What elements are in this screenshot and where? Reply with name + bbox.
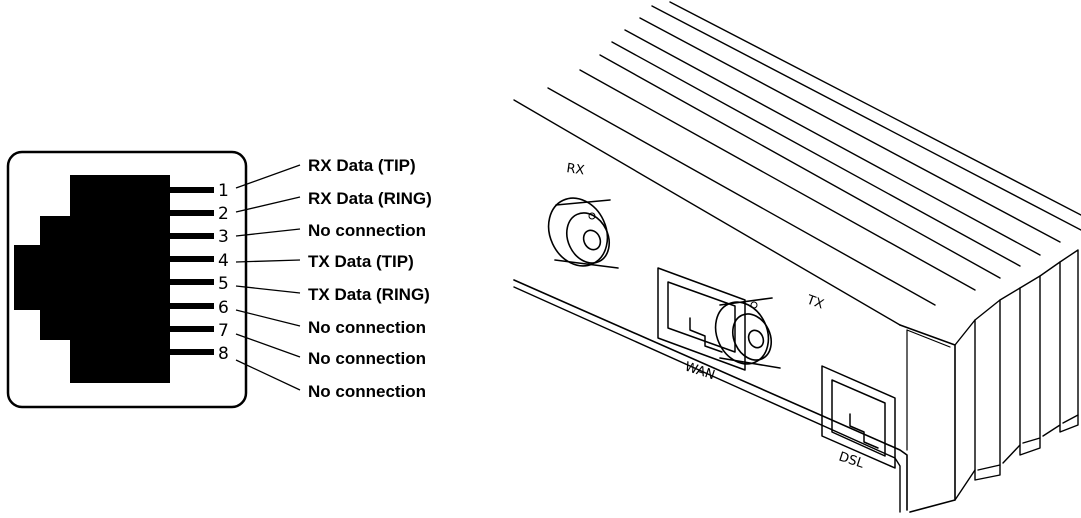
front-panel-corner [899,324,956,513]
jack-body [14,175,170,383]
pin-contact-7 [170,326,214,332]
front-panel-bottom-edge [513,279,908,511]
pin-number-1: 1 [218,181,229,201]
jack-outline [6,150,248,409]
pin-contact-3 [170,233,214,239]
pin-label-2: RX Data (RING) [308,189,432,208]
pin-contact-4 [170,256,214,262]
wan-label: WAN [683,360,717,384]
pin-label-7: No connection [308,349,426,368]
pin-label-3: No connection [308,221,426,240]
pin-label-5: TX Data (RING) [308,285,430,304]
tx-label: TX [804,292,826,312]
pin-contact-8 [170,349,214,355]
pin-label-4: TX Data (TIP) [308,252,414,271]
pin-number-6: 6 [218,298,229,318]
pin-number-7: 7 [218,321,229,341]
pin-contact-5 [170,279,214,285]
pin-number-3: 3 [218,227,229,247]
leader-line-3 [235,228,301,237]
pin-number-2: 2 [218,204,229,224]
pin-number-5: 5 [218,274,229,294]
rx-label: RX [565,161,585,178]
leader-line-2 [235,196,301,213]
leader-line-4 [235,259,301,263]
device-illustration: RX WAN TX DSL [513,1,1081,513]
cooling-fins-side [954,249,1079,501]
pin-number-8: 8 [218,344,229,364]
leader-line-7 [235,333,301,358]
leader-lines [235,164,301,391]
pin-contact-1 [170,187,214,193]
front-panel-bevel [906,329,951,451]
dsl-port [821,365,896,469]
leader-line-1 [235,164,301,189]
pin-label-1: RX Data (TIP) [308,156,416,175]
wan-port [657,267,746,371]
leader-line-8 [235,359,301,391]
pin-label-6: No connection [308,318,426,337]
pin-contact-2 [170,210,214,216]
pin-contacts [170,187,214,355]
pin-label-8: No connection [308,382,426,401]
tx-bnc-connector [714,297,781,369]
rj45-jack-diagram: 1 2 3 4 5 6 7 8 RX Data (TIP) RX Data (R… [6,150,432,409]
pin-number-4: 4 [218,251,229,271]
cooling-fins-top [513,1,1081,326]
front-panel-inner-edge [513,286,901,513]
leader-line-5 [235,285,301,294]
rx-bnc-connector [547,197,619,269]
pin-contact-6 [170,303,214,309]
leader-line-6 [235,309,301,327]
